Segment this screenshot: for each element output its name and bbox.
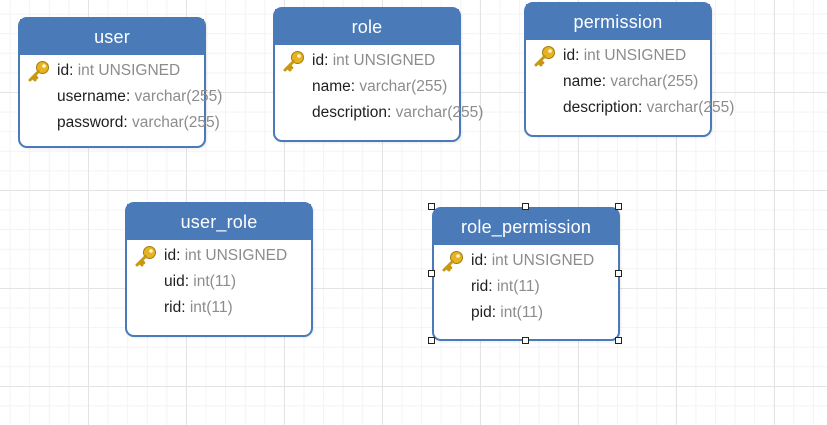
field-row[interactable]: id: int UNSIGNED xyxy=(434,248,618,274)
field-row[interactable]: uid: int(11) xyxy=(127,269,311,295)
field-list: id: int UNSIGNED rid: int(11) pid: int(1… xyxy=(434,245,618,326)
field-separator: : xyxy=(123,114,128,131)
entity-title: user xyxy=(20,19,204,55)
resize-handle-bottom[interactable] xyxy=(522,337,529,344)
field-separator: : xyxy=(69,62,74,79)
field-name: pid xyxy=(471,304,492,321)
resize-handle-top-left[interactable] xyxy=(428,203,435,210)
field-type: varchar(255) xyxy=(127,114,220,131)
field-separator: : xyxy=(176,247,181,264)
field-type: int UNSIGNED xyxy=(328,52,436,69)
field-type: int(11) xyxy=(185,299,233,316)
field-name: username xyxy=(57,88,126,105)
entity-title: user_role xyxy=(127,204,311,240)
entity-title: role xyxy=(275,9,459,45)
field-separator: : xyxy=(488,278,493,295)
field-name: description xyxy=(312,104,387,121)
entity-role-permission[interactable]: role_permission id: int UNSIGNED rid: in… xyxy=(432,207,620,341)
field-name: uid xyxy=(164,273,185,290)
field-row[interactable]: description: varchar(255) xyxy=(275,100,483,126)
field-row[interactable]: password: varchar(255) xyxy=(20,110,220,136)
field-row[interactable]: id: int UNSIGNED xyxy=(275,48,459,74)
entity-role[interactable]: role id: int UNSIGNED name: varchar(255)… xyxy=(273,7,483,142)
entity-user[interactable]: user id: int UNSIGNED username: varchar(… xyxy=(18,17,222,148)
resize-handle-right[interactable] xyxy=(615,270,622,277)
resize-handle-top[interactable] xyxy=(522,203,529,210)
field-row[interactable]: description: varchar(255) xyxy=(526,95,734,121)
entity-user-role[interactable]: user_role id: int UNSIGNED uid: int(11) … xyxy=(125,202,313,337)
field-row[interactable]: id: int UNSIGNED xyxy=(20,58,204,84)
field-type: varchar(255) xyxy=(642,99,735,116)
field-separator: : xyxy=(324,52,329,69)
resize-handle-bottom-right[interactable] xyxy=(615,337,622,344)
primary-key-icon xyxy=(27,60,51,82)
field-type: int UNSIGNED xyxy=(579,47,687,64)
field-row[interactable]: id: int UNSIGNED xyxy=(526,43,710,69)
field-list: id: int UNSIGNED uid: int(11) rid: int(1… xyxy=(127,240,311,321)
field-separator: : xyxy=(350,78,356,95)
resize-handle-bottom-left[interactable] xyxy=(428,337,435,344)
primary-key-icon xyxy=(282,50,306,72)
field-name: id xyxy=(164,247,177,264)
field-separator: : xyxy=(386,104,392,121)
field-type: varchar(255) xyxy=(355,78,448,95)
field-separator: : xyxy=(575,47,580,64)
field-separator: : xyxy=(601,73,607,90)
field-name: name xyxy=(563,73,602,90)
entity-title: role_permission xyxy=(434,209,618,245)
field-row[interactable]: rid: int(11) xyxy=(434,274,618,300)
field-list: id: int UNSIGNED name: varchar(255) desc… xyxy=(526,40,734,121)
entity-permission[interactable]: permission id: int UNSIGNED name: varcha… xyxy=(524,2,734,137)
primary-key-icon xyxy=(533,45,557,67)
field-type: varchar(255) xyxy=(606,73,699,90)
field-type: varchar(255) xyxy=(130,88,223,105)
resize-handle-top-right[interactable] xyxy=(615,203,622,210)
field-separator: : xyxy=(184,273,189,290)
field-type: int UNSIGNED xyxy=(73,62,181,79)
field-separator: : xyxy=(181,299,186,316)
primary-key-icon xyxy=(441,250,465,272)
field-name: id xyxy=(57,62,70,79)
field-separator: : xyxy=(491,304,496,321)
field-type: int UNSIGNED xyxy=(487,252,595,269)
field-name: id xyxy=(312,52,325,69)
field-row[interactable]: name: varchar(255) xyxy=(526,69,710,95)
field-type: int UNSIGNED xyxy=(180,247,288,264)
field-row[interactable]: username: varchar(255) xyxy=(20,84,222,110)
field-separator: : xyxy=(483,252,488,269)
field-name: name xyxy=(312,78,351,95)
field-separator: : xyxy=(637,99,643,116)
entity-title: permission xyxy=(526,4,710,40)
resize-handle-left[interactable] xyxy=(428,270,435,277)
field-row[interactable]: rid: int(11) xyxy=(127,295,311,321)
field-type: int(11) xyxy=(496,304,544,321)
field-row[interactable]: id: int UNSIGNED xyxy=(127,243,311,269)
field-name: rid xyxy=(471,278,489,295)
field-name: id xyxy=(471,252,484,269)
field-name: description xyxy=(563,99,638,116)
field-row[interactable]: name: varchar(255) xyxy=(275,74,459,100)
field-name: id xyxy=(563,47,576,64)
field-name: password xyxy=(57,114,124,131)
field-separator: : xyxy=(125,88,131,105)
field-name: rid xyxy=(164,299,182,316)
field-list: id: int UNSIGNED username: varchar(255) … xyxy=(20,55,222,136)
primary-key-icon xyxy=(134,245,158,267)
field-row[interactable]: pid: int(11) xyxy=(434,300,618,326)
field-list: id: int UNSIGNED name: varchar(255) desc… xyxy=(275,45,483,126)
field-type: varchar(255) xyxy=(391,104,484,121)
field-type: int(11) xyxy=(492,278,540,295)
field-type: int(11) xyxy=(189,273,237,290)
